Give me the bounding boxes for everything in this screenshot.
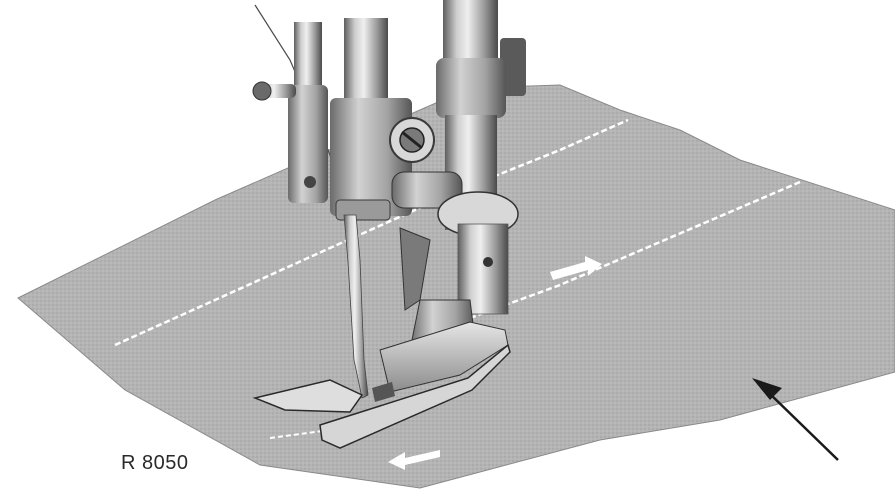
stitch-line-middle — [469, 180, 801, 320]
fabric-feed-arrow-right-icon — [550, 256, 602, 280]
presser-bar-assembly — [391, 0, 526, 315]
presser-foot — [252, 299, 511, 449]
fabric-feed-arrow-left-icon — [388, 450, 440, 470]
thread-guide-post — [252, 22, 328, 203]
figure-caption: R 8050 — [121, 452, 189, 474]
pointer-arrow-icon — [752, 378, 839, 461]
needle — [343, 214, 369, 399]
stitch-line-top — [114, 118, 629, 347]
